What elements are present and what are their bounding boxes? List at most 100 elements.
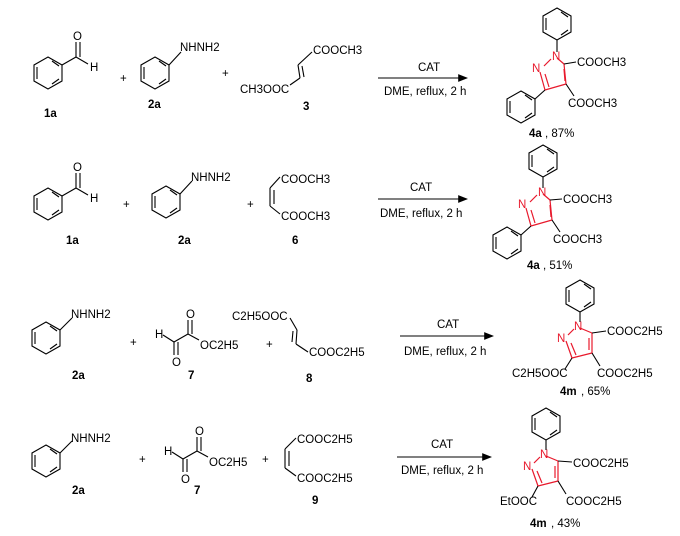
oxygen-label: O [186,309,195,321]
ester-group: EtOOC [500,496,537,508]
compound-label-7: 7 [194,485,200,497]
ester-group: COOC2H5 [573,458,629,470]
product-label: 4m [560,386,577,398]
ring-nitrogen: N [523,461,531,473]
benzaldehyde-structure: O H [33,31,98,90]
hydrazine-group: NHNH2 [71,433,111,445]
reaction-2: O H 1a + NHNH2 2a + COOCH3 COOCH3 6 CAT … [33,144,612,272]
compound-label-1a: 1a [44,108,57,120]
ester-group: COOC2H5 [597,368,653,380]
ester-group: COOCH3 [281,174,330,186]
arrow-reagent: CAT [418,62,440,74]
ester-group: COOC2H5 [309,347,365,359]
oxygen-label: O [73,31,82,43]
plus-sign: + [139,454,146,466]
ring-nitrogen: N [532,63,540,75]
plus-sign: + [222,68,229,80]
ethyl-glyoxylate-structure: H O O OC2H5 [155,309,238,369]
ethoxy-group: OC2H5 [209,457,247,469]
pyrazole-product: N N COOC2H5 EtOOC COOC2H5 [500,407,629,508]
phenylhydrazine-structure: NHNH2 [31,309,111,355]
compound-label-9: 9 [312,495,318,507]
hydrazine-group: NHNH2 [71,309,111,321]
arrow-conditions: DME, reflux, 2 h [380,208,462,220]
product-label: 4a [529,128,542,140]
fumarate-structure: COOCH3 CH3OOC [240,45,362,96]
ring-nitrogen: N [540,449,548,461]
ester-group: C2H5OOC [512,368,568,380]
pyrazole-product: N N COOC2H5 C2H5OOC COOC2H5 [512,279,663,380]
plus-sign: + [266,339,273,351]
ethyl-glyoxylate-structure: H O O OC2H5 [164,426,247,486]
ring-nitrogen: N [552,51,560,63]
benzaldehyde-structure: O H [33,162,98,221]
ester-group: COOCH3 [281,211,330,223]
hydrogen-label: H [90,62,98,74]
compound-label-6: 6 [292,235,298,247]
hydrogen-label: H [155,329,163,341]
ester-group: COOCH3 [313,45,362,57]
reaction-3: NHNH2 2a + H O O OC2H5 7 + C2H5OOC COOC2… [31,279,663,398]
ester-group: CH3OOC [240,84,289,96]
plus-sign: + [130,337,137,349]
arrow-conditions: DME, reflux, 2 h [404,346,486,358]
oxygen-label: O [195,426,204,438]
phenylhydrazine-structure: NHNH2 [151,172,231,219]
ester-group: COOC2H5 [297,434,353,446]
ester-group: COOCH3 [563,194,612,206]
compound-label-1a: 1a [66,235,79,247]
ring-nitrogen: N [518,199,526,211]
product-yield: , 43% [551,518,580,530]
ring-nitrogen: N [574,321,582,333]
oxygen-label: O [181,474,190,486]
compound-label-2a: 2a [72,485,85,497]
plus-sign: + [247,199,254,211]
ester-group: COOC2H5 [607,326,663,338]
compound-label-2a: 2a [178,235,191,247]
product-yield: , 51% [543,260,572,272]
ester-group: COOC2H5 [566,496,622,508]
ester-group: COOCH3 [553,234,602,246]
diethyl-fumarate-structure: C2H5OOC COOC2H5 [232,311,365,359]
oxygen-label: O [172,357,181,369]
ethoxy-group: OC2H5 [200,340,238,352]
compound-label-2a: 2a [148,99,161,111]
pyrazole-product: N N COOCH3 COOCH3 [492,144,612,260]
product-yield: , 87% [545,128,574,140]
hydrogen-label: H [90,193,98,205]
reaction-4: NHNH2 2a + H O O OC2H5 7 + COOC2H5 COOC2… [31,407,629,530]
arrow-conditions: DME, reflux, 2 h [384,86,466,98]
diethyl-maleate-structure: COOC2H5 COOC2H5 [284,434,353,485]
product-yield: , 65% [581,386,610,398]
compound-label-8: 8 [306,373,313,385]
ester-group: COOCH3 [568,98,617,110]
hydrazine-group: NHNH2 [180,42,220,54]
ring-nitrogen: N [557,333,565,345]
compound-label-3: 3 [303,101,309,113]
plus-sign: + [120,73,127,85]
compound-label-7: 7 [188,370,194,382]
hydrazine-group: NHNH2 [191,172,231,184]
arrow-reagent: CAT [437,319,459,331]
ring-nitrogen: N [538,187,546,199]
product-label: 4m [530,518,547,530]
oxygen-label: O [73,162,82,174]
phenylhydrazine-structure: NHNH2 [140,42,220,90]
arrow-conditions: DME, reflux, 2 h [401,465,483,477]
arrow-reagent: CAT [431,439,453,451]
plus-sign: + [262,454,269,466]
phenylhydrazine-structure: NHNH2 [31,433,111,478]
ester-group: COOCH3 [577,57,626,69]
pyrazole-product: N N COOCH3 COOCH3 [506,7,626,124]
hydrogen-label: H [164,446,172,458]
plus-sign: + [123,199,130,211]
product-label: 4a [527,260,540,272]
ester-group: COOC2H5 [297,473,353,485]
reaction-1: O H 1a + NHNH2 2a + COOCH3 CH3OOC 3 CAT [33,7,626,140]
arrow-reagent: CAT [410,182,432,194]
maleate-structure: COOCH3 COOCH3 [269,174,330,223]
ester-group: C2H5OOC [232,311,288,323]
compound-label-2a: 2a [72,370,85,382]
